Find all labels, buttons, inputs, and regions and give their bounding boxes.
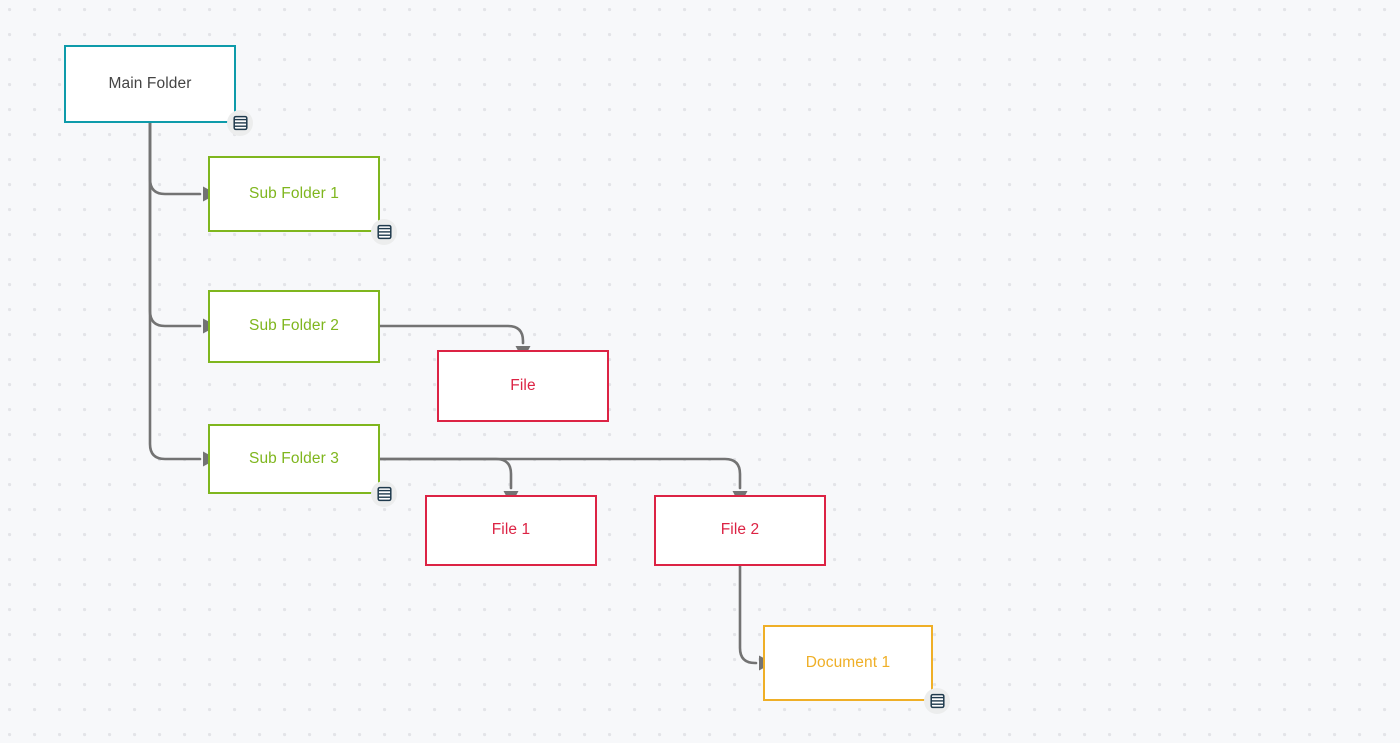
node-label-file-2: File 2 bbox=[720, 521, 760, 539]
database-badge-main-folder[interactable] bbox=[227, 110, 253, 136]
edge-main-to-sub3 bbox=[148, 121, 217, 467]
edge-line bbox=[738, 564, 758, 665]
edge-line bbox=[148, 121, 202, 196]
database-badge-document-1[interactable] bbox=[924, 688, 950, 714]
node-label-sub-folder-1: Sub Folder 1 bbox=[249, 184, 339, 202]
edge-line bbox=[378, 324, 525, 345]
node-label-sub-folder-3: Sub Folder 3 bbox=[249, 449, 339, 467]
node-label-file: File bbox=[510, 376, 536, 394]
database-badge-sub-folder-3[interactable] bbox=[371, 481, 397, 507]
node-main-folder[interactable]: Main Folder bbox=[64, 45, 236, 123]
node-sub-folder-2[interactable]: Sub Folder 2 bbox=[208, 290, 380, 363]
node-label-document-1: Document 1 bbox=[805, 653, 891, 671]
node-label-main-folder: Main Folder bbox=[108, 74, 192, 92]
edge-line bbox=[148, 121, 202, 461]
edge-line bbox=[148, 121, 202, 328]
node-file[interactable]: File bbox=[437, 350, 609, 422]
edge-line bbox=[378, 457, 513, 490]
edge-line bbox=[378, 457, 742, 490]
database-icon bbox=[232, 115, 248, 131]
node-sub-folder-1[interactable]: Sub Folder 1 bbox=[208, 156, 380, 232]
database-icon bbox=[929, 693, 945, 709]
node-file-1[interactable]: File 1 bbox=[425, 495, 597, 566]
database-icon bbox=[376, 224, 392, 240]
node-sub-folder-3[interactable]: Sub Folder 3 bbox=[208, 424, 380, 494]
node-label-sub-folder-2: Sub Folder 2 bbox=[249, 317, 339, 335]
node-document-1[interactable]: Document 1 bbox=[763, 625, 933, 701]
edge-main-to-sub2 bbox=[148, 121, 217, 334]
node-file-2[interactable]: File 2 bbox=[654, 495, 826, 566]
database-icon bbox=[376, 486, 392, 502]
edge-main-to-sub1 bbox=[148, 121, 217, 202]
database-badge-sub-folder-1[interactable] bbox=[371, 219, 397, 245]
node-label-file-1: File 1 bbox=[491, 521, 531, 539]
